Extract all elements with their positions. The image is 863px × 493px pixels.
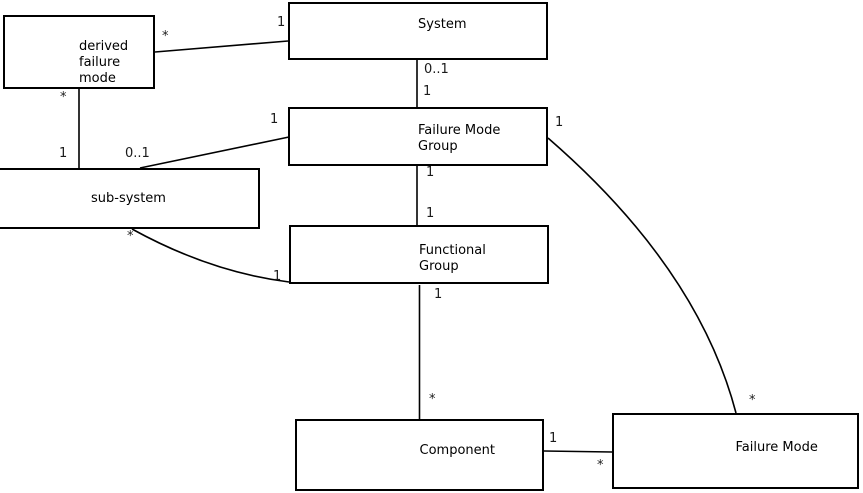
multiplicity-failure-mode-group-end: 1 [423,84,432,99]
multiplicity-failure-mode-end: * [749,393,756,408]
connector-component-failure-mode [543,450,613,453]
entity-label-line: System [418,17,467,32]
entity-label-line: failure [79,55,121,70]
connector-sub-system-functional-group [131,228,290,283]
multiplicity-derived-failure-mode-end: * [162,29,169,44]
entity-functional-group: Functional Group [289,225,549,284]
multiplicity-sub-system-end: 0..1 [125,146,150,161]
entity-label-line: Group [418,139,458,154]
multiplicity-failure-mode-end: * [597,458,604,473]
connector-system-derived-failure-mode [154,40,289,53]
entity-label-line: Component [419,443,495,458]
entity-sub-system: sub-system [0,168,260,229]
entity-system: System [288,2,548,60]
multiplicity-functional-group-end: 1 [273,269,282,284]
entity-label-line: mode [79,71,116,86]
entity-label-line: Group [419,259,459,274]
multiplicity-derived-failure-mode-end: * [60,90,67,105]
multiplicity-system-end: 1 [277,15,286,30]
multiplicity-sub-system-end: 1 [59,146,68,161]
multiplicity-failure-mode-group-end: 1 [555,115,564,130]
entity-component: Component [295,419,544,491]
multiplicity-failure-mode-group-end: 1 [270,112,279,127]
entity-label-line: Failure Mode [735,440,818,455]
entity-label-line: Failure Mode [418,123,501,138]
entity-failure-mode: Failure Mode [612,413,859,489]
entity-label-line: derived [79,39,129,54]
multiplicity-component-end: * [429,392,436,407]
entity-failure-mode-group: Failure Mode Group [288,107,548,166]
entity-label-line: Functional [419,243,486,258]
multiplicity-failure-mode-group-end: 1 [426,165,435,180]
connector-failure-mode-group-failure-mode [547,137,737,414]
multiplicity-functional-group-end: 1 [434,287,443,302]
entity-derived-failure-mode: derived failure mode [3,15,155,89]
multiplicity-sub-system-end: * [127,229,134,244]
connector-failure-mode-group-sub-system [139,136,290,169]
multiplicity-functional-group-end: 1 [426,206,435,221]
multiplicity-component-end: 1 [549,431,558,446]
multiplicity-system-end: 0..1 [424,62,449,77]
entity-label-line: sub-system [91,191,166,206]
